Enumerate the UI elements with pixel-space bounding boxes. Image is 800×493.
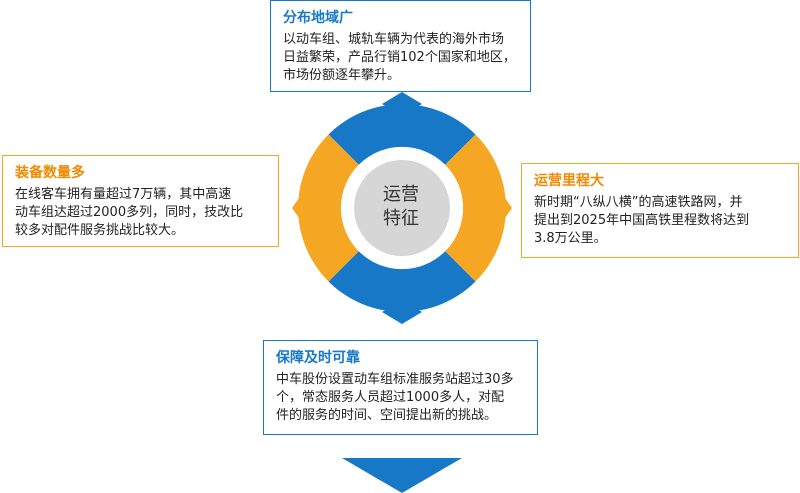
center-disc	[354, 160, 450, 256]
ring-segment-right	[445, 134, 506, 282]
feature-body: 在线客车拥有量超过7万辆，其中高速 动车组达超过2000多列，同时，技改比 较多…	[15, 187, 244, 238]
feature-box-mileage: 运营里程大 新时期“八纵八横”的高速铁路网，并 提出到2025年中国高铁里程数将…	[521, 163, 799, 258]
pointer-bottom	[382, 300, 422, 324]
feature-title: 装备数量多	[15, 165, 85, 181]
feature-title: 运营里程大	[534, 173, 604, 189]
pointer-top	[382, 92, 422, 116]
down-arrow-icon	[342, 458, 462, 493]
feature-box-support: 保障及时可靠 中车股份设置动车组标准服务站超过30多 个，常态服务人员超过100…	[263, 340, 538, 435]
pointer-right	[486, 188, 512, 228]
feature-title: 保障及时可靠	[276, 350, 360, 366]
feature-body: 中车股份设置动车组标准服务站超过30多 个，常态服务人员超过1000多人，对配 …	[276, 372, 514, 423]
ring-segment-bottom	[328, 251, 476, 312]
feature-title: 分布地域广	[283, 10, 353, 26]
feature-body: 新时期“八纵八横”的高速铁路网，并 提出到2025年中国高铁里程数将达到 3.8…	[534, 195, 750, 246]
ring-segment-left	[298, 134, 359, 282]
feature-box-distribution: 分布地域广 以动车组、城轨车辆为代表的海外市场 日益繁荣，产品行销102个国家和…	[270, 0, 531, 92]
pointer-left	[292, 188, 318, 228]
center-label: 运营 特征	[357, 183, 445, 231]
feature-box-equipment: 装备数量多 在线客车拥有量超过7万辆，其中高速 动车组达超过2000多列，同时，…	[2, 155, 279, 247]
ring-segment-top	[328, 104, 476, 165]
center-label-line2: 特征	[383, 208, 419, 229]
feature-body: 以动车组、城轨车辆为代表的海外市场 日益繁荣，产品行销102个国家和地区， 市场…	[283, 32, 516, 83]
center-label-line1: 运营	[383, 184, 419, 205]
